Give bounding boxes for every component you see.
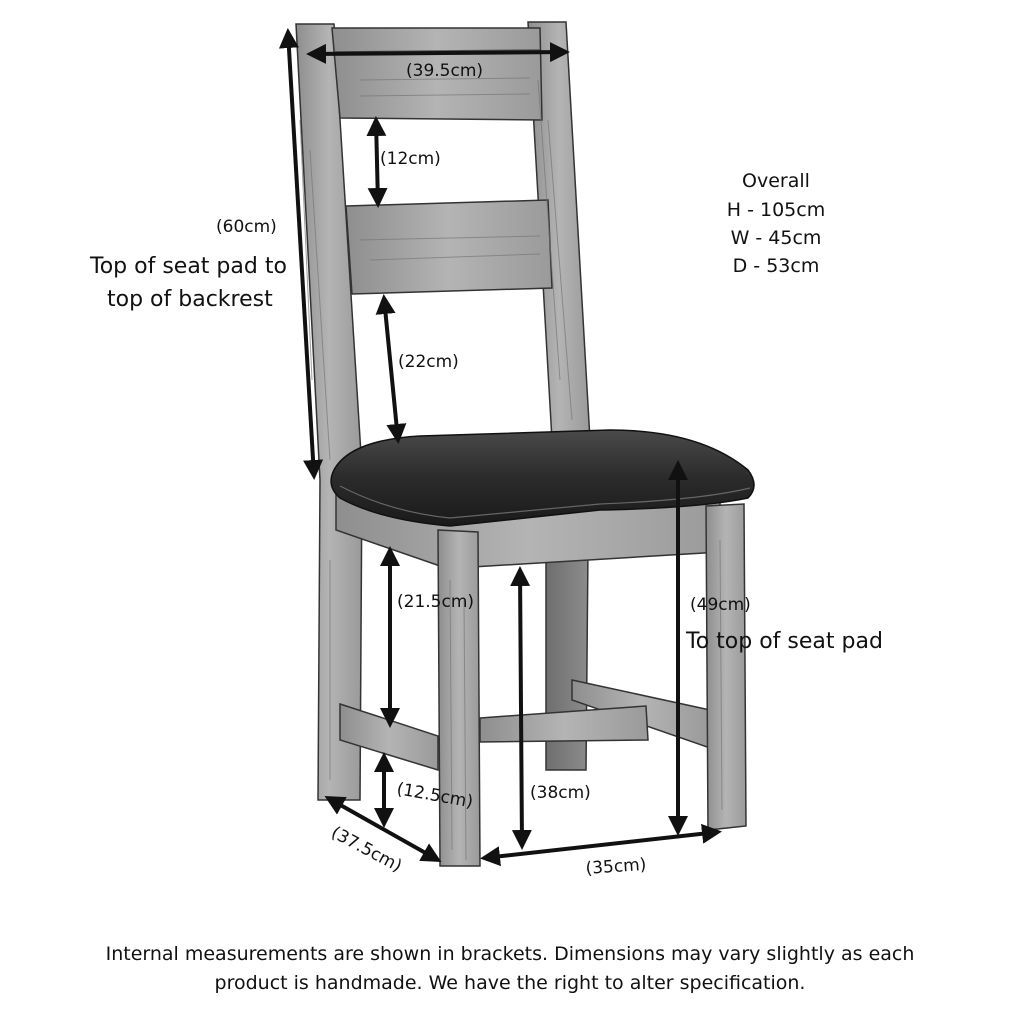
middle-rail: [345, 199, 553, 295]
label-side-depth: (37.5cm): [328, 823, 405, 877]
overall-height: H - 105cm: [727, 199, 825, 221]
chair-illustration: [295, 21, 755, 867]
front-right-leg: [705, 503, 747, 831]
label-top-rail-width: (39.5cm): [406, 61, 483, 81]
footer-note: Internal measurements are shown in brack…: [0, 940, 1020, 998]
dimension-arrows: [278, 28, 722, 867]
arrow-backrest-height: [278, 28, 324, 480]
label-under-seat-gap: (21.5cm): [397, 592, 474, 612]
label-seat-height: (49cm): [690, 595, 751, 615]
overall-dimensions: Overall H - 105cm W - 45cm D - 53cm: [727, 170, 825, 277]
arrow-front-height: [510, 566, 532, 850]
label-backrest-note-line1: Top of seat pad to: [89, 254, 287, 279]
overall-title: Overall: [742, 170, 810, 192]
side-stretcher-left: [339, 702, 439, 772]
label-backrest-height: (60cm): [216, 217, 277, 237]
arrow-lower-gap: [375, 294, 407, 444]
overall-depth: D - 53cm: [733, 255, 820, 277]
footer-line-2: product is handmade. We have the right t…: [214, 972, 806, 994]
label-lower-gap: (22cm): [398, 352, 459, 372]
footer-line-1: Internal measurements are shown in brack…: [105, 943, 915, 965]
label-front-height: (38cm): [530, 783, 591, 803]
front-stretcher: [479, 705, 649, 743]
arrow-front-width: [480, 823, 722, 867]
arrow-upper-gap: [366, 116, 388, 208]
label-upper-gap: (12cm): [380, 149, 441, 169]
arrow-top-rail-width: [306, 42, 570, 64]
overall-width: W - 45cm: [731, 227, 822, 249]
label-seat-height-note: To top of seat pad: [685, 629, 883, 654]
label-front-width: (35cm): [585, 855, 647, 879]
label-backrest-note-line2: top of backrest: [107, 287, 273, 312]
arrow-side-depth: [324, 796, 442, 862]
back-left-post: [295, 23, 363, 801]
front-left-leg: [437, 529, 481, 867]
